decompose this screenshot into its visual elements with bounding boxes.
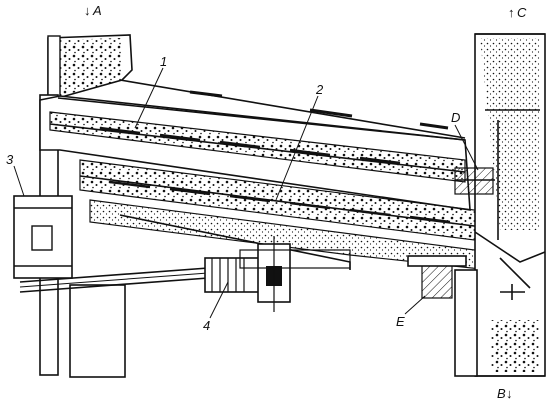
outlet-e-box — [407, 255, 467, 299]
label-2: 2 — [315, 82, 324, 97]
drive-mechanism-4 — [204, 236, 351, 312]
belt-drive — [19, 265, 236, 293]
label-1: 1 — [160, 54, 167, 69]
label-4: 4 — [203, 318, 210, 333]
label-c: C — [517, 5, 527, 20]
feed-hopper — [47, 34, 133, 101]
label-a: A — [92, 3, 102, 18]
lower-sieve-2 — [79, 159, 491, 243]
right-support-leg — [454, 269, 478, 377]
arrow-c-glyph: ↑ — [508, 5, 515, 20]
right-column — [474, 33, 546, 377]
arrow-a-glyph: ↓ — [84, 3, 91, 18]
leader-lines — [13, 67, 479, 319]
label-e: E — [396, 314, 405, 329]
label-3: 3 — [6, 152, 14, 167]
label-b: B — [497, 386, 506, 401]
arrow-b-glyph: ↓ — [506, 386, 513, 401]
flow-arrow-a: ↓ A — [84, 3, 102, 18]
flow-arrow-b: B ↓ — [497, 386, 513, 401]
part-d-channel — [454, 167, 495, 195]
upper-sieve-1 — [49, 111, 466, 183]
flow-arrow-c: ↑ C — [508, 5, 527, 20]
motor-3 — [13, 195, 73, 279]
label-d: D — [451, 110, 460, 125]
